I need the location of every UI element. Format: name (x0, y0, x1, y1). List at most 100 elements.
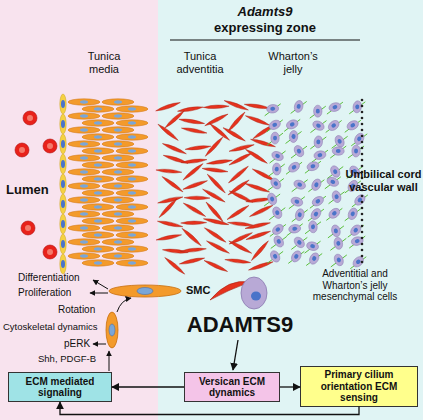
smooth-muscle-cell (116, 162, 148, 168)
cord-surface (361, 255, 364, 258)
smooth-muscle-cell (116, 134, 148, 140)
wharton-cell (351, 255, 365, 269)
cell-body (68, 211, 100, 217)
cord-surface (361, 129, 364, 132)
cell-nucleus (336, 149, 341, 153)
cell-nucleus (355, 104, 360, 109)
cell-body (116, 134, 148, 140)
cell-nucleus (80, 128, 88, 131)
cell-nucleus (128, 191, 136, 194)
zone-rule (170, 39, 360, 40)
ecm-fibre (312, 150, 328, 162)
cell-nucleus (296, 104, 301, 110)
cord-surface (361, 249, 364, 252)
cell-body (333, 237, 344, 250)
cell-body (288, 224, 301, 234)
cell-body (102, 127, 134, 133)
cell-body (352, 100, 362, 113)
wharton-cell (311, 195, 326, 208)
adventitial-cell (245, 230, 271, 242)
cord-surface (361, 231, 364, 234)
cell-nucleus (315, 123, 321, 129)
smooth-muscle-cell (102, 113, 134, 119)
smooth-muscle-cell (82, 190, 114, 196)
cell-nucleus (311, 224, 315, 229)
cord-surface (361, 135, 364, 138)
box-text: Versican ECM dynamics (188, 376, 276, 399)
cell-nucleus (272, 122, 278, 128)
cell-body (82, 232, 114, 238)
cell-nucleus (273, 136, 277, 141)
adventitial-cell (156, 168, 182, 174)
cord-surface (361, 207, 364, 210)
cell-body (116, 106, 148, 112)
adamts9-zone-band (158, 0, 423, 420)
cell-nucleus (94, 149, 102, 152)
cell-body (269, 176, 283, 191)
adventitial-cell (203, 259, 228, 273)
cell-nucleus (61, 160, 65, 168)
adventitial-cell (179, 256, 205, 265)
cell-body (351, 255, 365, 269)
cell-body (82, 204, 114, 210)
cell-nucleus (293, 253, 299, 259)
wharton-cell (272, 234, 285, 249)
wharton-cell (293, 179, 307, 191)
cell-body (116, 176, 148, 182)
smooth-muscle-cell (116, 246, 148, 252)
text-label: SMC (186, 284, 210, 297)
cell-body (116, 218, 148, 224)
cell-nucleus (61, 120, 65, 128)
red-blood-cell (43, 139, 57, 153)
rotation-arrow (117, 298, 131, 312)
cell-center (27, 115, 33, 121)
wharton-cell (272, 163, 281, 175)
text-label: Tunica media (72, 50, 136, 75)
red-blood-cell (21, 221, 35, 235)
text-label: Adamts9 (190, 5, 340, 20)
ecm-fibre (327, 102, 343, 114)
cord-surface (361, 219, 364, 222)
cell-body (68, 141, 100, 147)
cell-nucleus (291, 164, 297, 170)
wharton-cell (294, 208, 305, 222)
cell-body (353, 193, 367, 207)
cell-body (82, 134, 114, 140)
cell-body (60, 254, 66, 274)
cord-surface (361, 141, 364, 144)
cell-nucleus (296, 148, 302, 154)
cell-nucleus (355, 259, 361, 265)
cord-surface (361, 237, 364, 240)
cell-body (68, 253, 100, 259)
cell-nucleus (61, 140, 65, 148)
smooth-muscle-cell (68, 113, 100, 119)
adventitial-cell (162, 142, 187, 155)
smooth-muscle-cell (102, 253, 134, 259)
cell-body (294, 208, 305, 222)
cell-nucleus (297, 182, 303, 188)
wharton-cell (328, 101, 342, 112)
cell-nucleus (350, 122, 356, 128)
cell-nucleus (331, 210, 337, 216)
adventitial-cell (202, 167, 228, 174)
cell-body (292, 235, 306, 250)
cell-nucleus (314, 182, 320, 188)
cell-body (116, 232, 148, 238)
wharton-cell (267, 118, 282, 131)
wharton-cell (306, 241, 319, 252)
cell-body (333, 253, 345, 267)
cell-nucleus (109, 324, 115, 336)
cord-surface (361, 147, 364, 150)
cell-nucleus (94, 107, 102, 110)
wharton-cell (270, 150, 284, 163)
wharton-cell (306, 160, 320, 172)
cell-nucleus (80, 142, 88, 145)
cell-nucleus (353, 227, 359, 233)
adventitial-cell (181, 221, 207, 225)
cell-nucleus (275, 226, 281, 232)
wharton-cell (269, 249, 282, 264)
adventitial-cell (180, 247, 206, 253)
adventitial-cell (206, 173, 227, 194)
wharton-cell (326, 118, 341, 132)
adventitial-cell (155, 101, 181, 113)
